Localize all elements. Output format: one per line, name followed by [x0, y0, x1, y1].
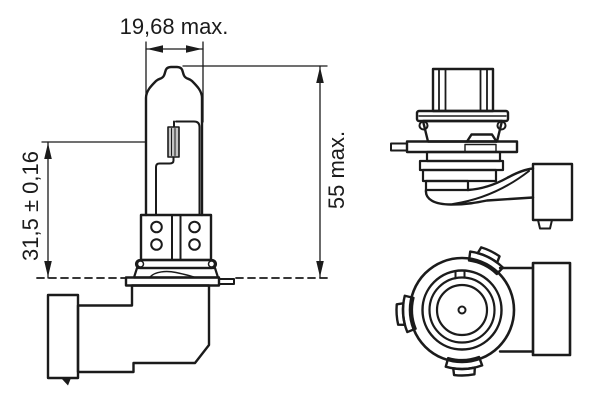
boot-top: [466, 167, 535, 192]
oring-end: [136, 260, 145, 268]
light-center-length-label: 31,5 ± 0,16: [18, 151, 43, 261]
connector-lug: [537, 219, 553, 230]
base-body: [76, 284, 211, 374]
flange-tab-left: [390, 142, 408, 152]
base-ring-4: [424, 179, 470, 192]
bayonet-lug-bottom: [444, 355, 484, 377]
filament: [167, 126, 180, 158]
connector-join-lines: [498, 266, 535, 353]
connector-housing-axial: [531, 261, 572, 357]
holder-fold-lines: [171, 214, 182, 261]
base-circle-outer: [421, 269, 503, 351]
dimension-lcl: [41, 141, 146, 279]
arrowhead-down: [44, 261, 52, 277]
boot-bottom: [424, 188, 535, 206]
base-ring-2: [418, 159, 505, 172]
height-dimension-label: 55 max.: [324, 130, 349, 210]
arrowhead-left: [147, 45, 163, 53]
arrowhead-down: [316, 261, 324, 277]
flange-tab: [218, 278, 235, 285]
arrowhead-up: [316, 67, 324, 83]
glass-end: [431, 67, 495, 113]
flange-circle: [408, 256, 516, 364]
dimension-height: [182, 65, 328, 279]
dimension-width: [145, 41, 204, 123]
oring-end: [207, 260, 216, 268]
glass-end-bars: [438, 68, 488, 112]
base-ring-1: [425, 150, 502, 163]
arrowhead-up: [44, 143, 52, 159]
lead-wire: [155, 156, 175, 215]
center-dot: [457, 305, 467, 315]
flange-bump: [465, 133, 498, 143]
filament-hatch: [171, 128, 176, 156]
base-circle-mid: [428, 276, 496, 344]
holder-hole: [150, 238, 163, 251]
bayonet-lug-left: [395, 294, 417, 334]
holder-hole: [150, 220, 163, 234]
base-circle-inner: [435, 283, 489, 337]
connector-housing: [531, 162, 574, 222]
base-ring-3: [421, 168, 498, 183]
plate-tab: [61, 378, 71, 386]
extension-lines: [145, 41, 204, 123]
drawing-root: [36, 41, 574, 386]
boot-inner-curve: [452, 170, 530, 205]
rear-view: [390, 67, 574, 230]
neck-taper: [421, 119, 504, 143]
connector-plate: [46, 293, 80, 380]
width-dimension-label: 19,68 max.: [119, 14, 229, 39]
clip-holder: [139, 213, 213, 262]
spring-detail: [149, 270, 196, 279]
arrowhead-right: [186, 45, 202, 53]
glass-envelope: [144, 65, 204, 217]
flange-rear: [405, 140, 519, 154]
key-notch: [454, 269, 466, 280]
holder-hole: [188, 238, 201, 251]
holder-hole: [188, 220, 201, 234]
axial-view: [395, 246, 572, 377]
side-view: [46, 65, 235, 386]
